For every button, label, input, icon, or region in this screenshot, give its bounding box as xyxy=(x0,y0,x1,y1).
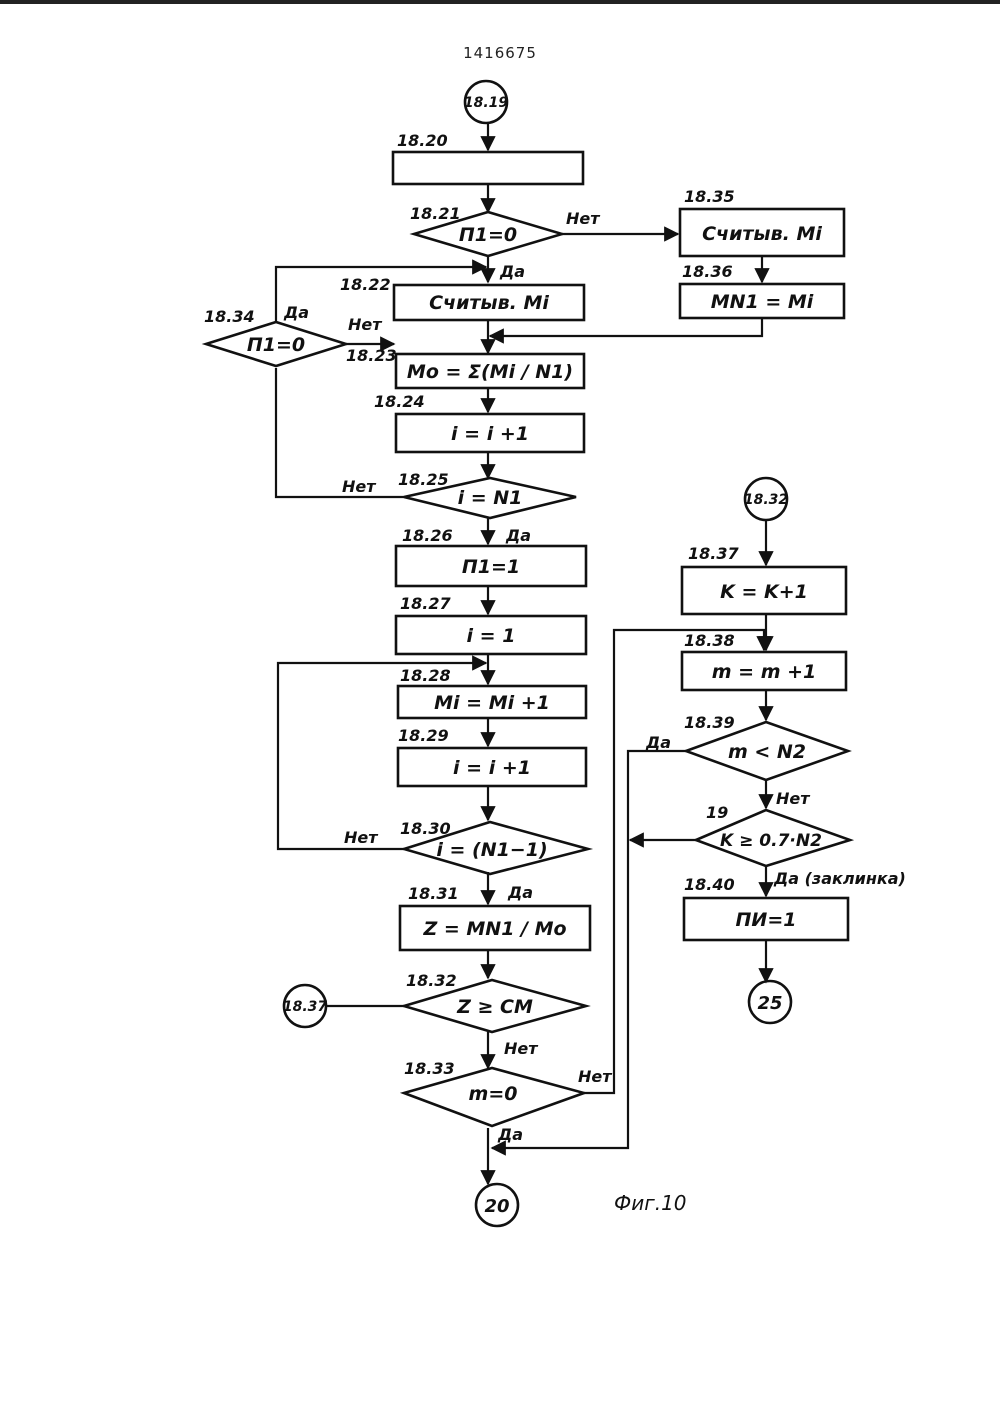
svg-text:18.29: 18.29 xyxy=(398,726,449,745)
block-18-31: Z = MN1 / Mo 18.31 xyxy=(400,884,590,950)
figure-caption: Фиг.10 xyxy=(614,1191,687,1215)
label-yes-jam: Да (заклинка) xyxy=(773,869,906,888)
label-no: Нет xyxy=(578,1067,613,1086)
svg-text:m=0: m=0 xyxy=(469,1083,518,1105)
block-18-37: K = K+1 18.37 xyxy=(682,544,846,614)
svg-text:Mo = Σ(Mi / N1): Mo = Σ(Mi / N1) xyxy=(407,361,573,383)
label-no: Нет xyxy=(504,1039,539,1058)
label-no: Нет xyxy=(348,315,383,334)
svg-text:K = K+1: K = K+1 xyxy=(720,581,808,603)
flow-line xyxy=(584,630,764,1093)
svg-text:18.19: 18.19 xyxy=(464,95,509,111)
svg-text:i = 1: i = 1 xyxy=(467,625,516,647)
label-yes: Да xyxy=(497,1125,523,1144)
svg-text:m < N2: m < N2 xyxy=(728,741,806,763)
flow-line xyxy=(278,663,486,849)
label-no: Нет xyxy=(344,828,379,847)
block-18-22: Считыв. Mi 18.22 xyxy=(340,275,584,320)
svg-text:Считыв. Mi: Считыв. Mi xyxy=(702,223,822,245)
label-yes: Да xyxy=(507,883,533,902)
svg-text:18.21: 18.21 xyxy=(410,204,461,223)
connector-18-37: 18.37 xyxy=(283,985,328,1027)
decision-19: K ≥ 0.7·N2 19 xyxy=(696,803,850,866)
svg-text:18.39: 18.39 xyxy=(684,713,735,732)
connector-18-19: 18.19 xyxy=(464,81,509,123)
svg-text:18.22: 18.22 xyxy=(340,275,391,294)
svg-text:18.33: 18.33 xyxy=(404,1059,455,1078)
svg-text:MN1 = Mi: MN1 = Mi xyxy=(711,291,814,313)
svg-text:18.25: 18.25 xyxy=(398,470,449,489)
svg-text:25: 25 xyxy=(757,993,782,1014)
decision-18-30: i = (N1−1) 18.30 xyxy=(400,819,588,874)
block-18-29: i = i +1 18.29 xyxy=(398,726,586,786)
block-18-28: Mi = Mi +1 18.28 xyxy=(398,666,586,718)
svg-text:Z ≥ CM: Z ≥ CM xyxy=(456,996,533,1018)
label-yes: Да xyxy=(505,526,531,545)
svg-text:18.35: 18.35 xyxy=(684,187,735,206)
decision-18-33: m=0 18.33 xyxy=(404,1059,584,1126)
label-no: Нет xyxy=(342,477,377,496)
svg-text:i = N1: i = N1 xyxy=(458,487,523,509)
label-yes: Да xyxy=(645,733,671,752)
svg-text:i = i +1: i = i +1 xyxy=(451,423,529,445)
block-18-26: П1=1 18.26 xyxy=(396,526,586,586)
svg-text:18.20: 18.20 xyxy=(397,131,448,150)
block-18-27: i = 1 18.27 xyxy=(396,594,586,654)
block-18-23: Mo = Σ(Mi / N1) 18.23 xyxy=(346,346,584,388)
svg-text:18.32: 18.32 xyxy=(406,971,457,990)
svg-text:18.36: 18.36 xyxy=(682,262,733,281)
label-yes: Да xyxy=(499,262,525,281)
decision-18-39: m < N2 18.39 xyxy=(684,713,848,780)
svg-text:Mi = Mi +1: Mi = Mi +1 xyxy=(434,692,550,714)
svg-text:18.31: 18.31 xyxy=(408,884,459,903)
svg-text:18.34: 18.34 xyxy=(204,307,255,326)
label-no: Нет xyxy=(566,209,601,228)
block-18-24: i = i +1 18.24 xyxy=(374,392,584,452)
flow-line xyxy=(276,368,404,497)
svg-text:18.27: 18.27 xyxy=(400,594,451,613)
svg-text:K ≥ 0.7·N2: K ≥ 0.7·N2 xyxy=(720,831,822,851)
decision-18-21: П1=0 18.21 xyxy=(410,204,562,256)
connector-18-32: 18.32 xyxy=(744,478,788,520)
svg-text:18.23: 18.23 xyxy=(346,346,397,365)
connector-20: 20 xyxy=(476,1184,518,1226)
decision-18-32: Z ≥ CM 18.32 xyxy=(404,971,586,1032)
block-18-35: Считыв. Mi 18.35 xyxy=(680,187,844,256)
svg-text:ПИ=1: ПИ=1 xyxy=(736,909,797,931)
svg-text:19: 19 xyxy=(706,803,728,822)
svg-text:18.37: 18.37 xyxy=(283,999,328,1015)
label-yes: Да xyxy=(283,303,309,322)
svg-text:Z = MN1 / Mo: Z = MN1 / Mo xyxy=(422,918,566,940)
svg-text:18.38: 18.38 xyxy=(684,631,735,650)
svg-text:П1=0: П1=0 xyxy=(459,224,517,246)
connector-25: 25 xyxy=(749,981,791,1023)
svg-text:18.26: 18.26 xyxy=(402,526,453,545)
svg-text:Считыв. Mi: Считыв. Mi xyxy=(429,292,549,314)
svg-text:18.32: 18.32 xyxy=(744,492,788,508)
svg-text:18.40: 18.40 xyxy=(684,875,735,894)
svg-text:П1=0: П1=0 xyxy=(247,334,305,356)
svg-text:18.24: 18.24 xyxy=(374,392,425,411)
label-no: Нет xyxy=(776,789,811,808)
svg-text:18.28: 18.28 xyxy=(400,666,451,685)
svg-text:18.37: 18.37 xyxy=(688,544,739,563)
svg-text:i = (N1−1): i = (N1−1) xyxy=(436,839,547,861)
svg-text:20: 20 xyxy=(484,1196,509,1217)
svg-text:i = i +1: i = i +1 xyxy=(453,757,531,779)
svg-text:m = m +1: m = m +1 xyxy=(712,661,817,683)
svg-text:П1=1: П1=1 xyxy=(462,556,520,578)
svg-text:18.30: 18.30 xyxy=(400,819,451,838)
